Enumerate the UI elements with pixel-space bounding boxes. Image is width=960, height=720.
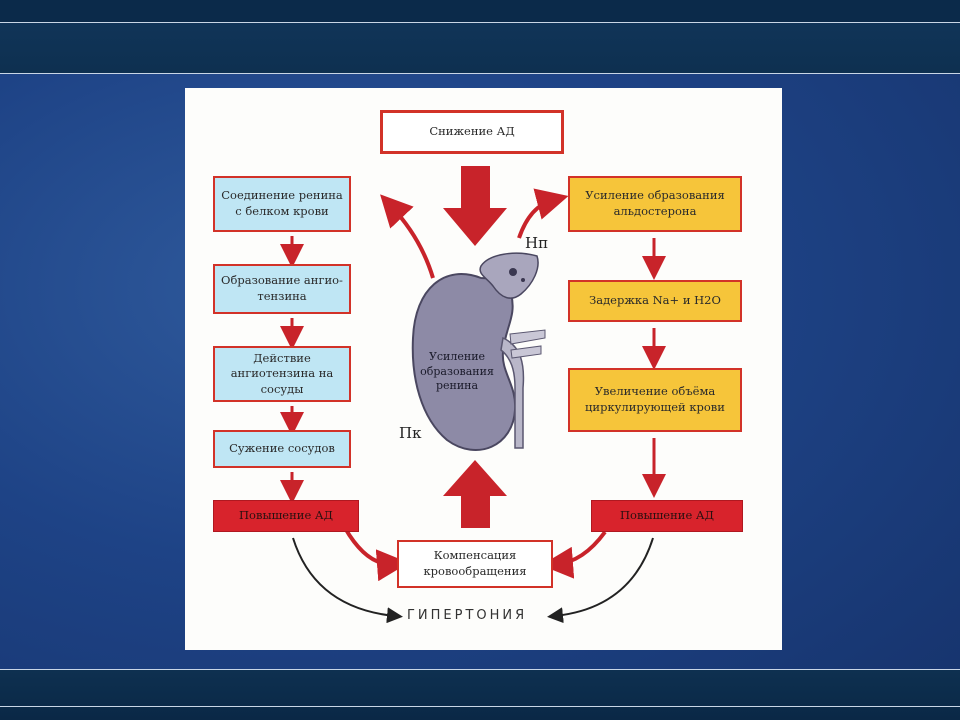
diagram-arrows: [280, 166, 666, 624]
left-box-1: Соединение ренина с белком крови: [213, 176, 351, 232]
right-box-1: Усиление образования альдостерона: [568, 176, 742, 232]
left-box-4: Сужение сосудов: [213, 430, 351, 468]
label-np: Нп: [525, 234, 549, 252]
title-band: [0, 22, 960, 74]
left-box-3: Действие ангиотензина на сосуды: [213, 346, 351, 402]
adrenal-shape: [479, 252, 539, 299]
hypertonia-label: ГИПЕРТОНИЯ: [407, 608, 528, 623]
diagram-panel: Снижение АД Соединение ренина с белком к…: [185, 88, 782, 650]
top-box: Снижение АД: [380, 110, 564, 154]
right-box-2: Задержка Na+ и H2O: [568, 280, 742, 322]
bottom-band: [0, 669, 960, 720]
left-result-box: Повышение АД: [213, 500, 359, 532]
kidney-shape: [411, 273, 517, 451]
top-band: [0, 0, 960, 22]
label-pk: Пк: [399, 424, 422, 442]
big-down-arrow: [443, 166, 507, 246]
left-box-2: Образование ангио-тензина: [213, 264, 351, 314]
big-up-arrow: [443, 460, 507, 528]
compensation-box: Компенсация кровообращения: [397, 540, 553, 588]
curve-arrow-left: [380, 194, 435, 279]
right-box-3: Увеличение объёма циркулирующей крови: [568, 368, 742, 432]
curve-arrow-right: [517, 188, 569, 239]
right-result-box: Повышение АД: [591, 500, 743, 532]
kidney-label: Усиление образования ренина: [420, 349, 494, 393]
